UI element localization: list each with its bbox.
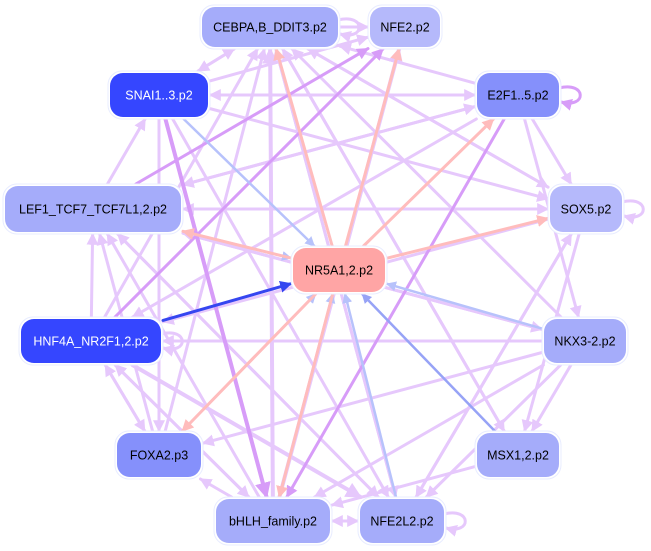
node-LEF1[interactable]: LEF1_TCF7_TCF7L1,2.p2	[2, 183, 184, 235]
edge-NFE2L2-to-NR5A1	[342, 292, 398, 499]
node-NR5A1[interactable]: NR5A1,2.p2	[290, 245, 388, 295]
node-FOXA2[interactable]: FOXA2.p3	[114, 430, 204, 480]
node-label: SOX5.p2	[561, 202, 612, 216]
edge-CEBPA-to-SNAI	[196, 47, 236, 73]
self-loop-CEBPA	[337, 17, 361, 43]
edge-NFE2L2-to-SOX5	[414, 232, 573, 499]
edge-NR5A1-to-E2F	[362, 117, 495, 248]
self-loops-layer	[160, 17, 645, 537]
edge-CEBPA-to-SOX5	[306, 47, 550, 189]
node-label: E2F1..5.p2	[487, 88, 548, 102]
node-box	[370, 7, 440, 47]
node-label: FOXA2.p3	[130, 448, 188, 462]
node-NFE2[interactable]: NFE2.p2	[367, 4, 443, 50]
node-box	[550, 186, 622, 232]
edge-NKX3-to-NR5A1	[385, 281, 544, 330]
node-E2F[interactable]: E2F1..5.p2	[474, 70, 562, 120]
edge-NR5A1-to-FOXA2	[180, 292, 318, 433]
node-SNAI[interactable]: SNAI1..3.p2	[107, 70, 211, 120]
node-MSX1[interactable]: MSX1,2.p2	[474, 430, 562, 480]
edge-NKX3-to-bHLH	[313, 363, 545, 499]
edge-FOXA2-to-HNF4A	[103, 363, 147, 433]
edge-SNAI-to-NFE2L2	[171, 117, 390, 499]
node-label: NFE2.p2	[380, 20, 429, 34]
edge-bHLH-to-FOXA2	[198, 477, 234, 499]
edge-LEF1-to-SNAI	[105, 117, 147, 186]
node-NKX3[interactable]: NKX3-2.p2	[541, 316, 629, 366]
edge-NKX3-to-FOXA2	[201, 351, 544, 447]
node-HNF4A[interactable]: HNF4A_NR2F1,2.p2	[18, 316, 164, 366]
node-box	[293, 248, 385, 292]
node-label: MSX1,2.p2	[487, 448, 549, 462]
node-label: SNAI1..3.p2	[125, 88, 192, 102]
edge-HNF4A-to-LEF1	[86, 232, 99, 319]
node-box	[360, 499, 444, 543]
edge-E2F-to-bHLH	[285, 117, 506, 499]
node-label: CEBPA,B_DDIT3.p2	[213, 20, 327, 34]
edge-bHLH-to-CEBPA	[262, 47, 279, 499]
node-box	[117, 433, 201, 477]
node-box	[477, 73, 559, 117]
edge-MSX1-to-bHLH	[330, 465, 477, 509]
node-SOX5[interactable]: SOX5.p2	[547, 183, 625, 235]
edge-SNAI-to-NR5A1	[182, 117, 316, 248]
edge-HNF4A-to-NR5A1	[161, 280, 293, 322]
node-label: NFE2L2.p2	[370, 514, 433, 528]
node-box	[110, 73, 208, 117]
node-box	[202, 7, 338, 47]
node-label: NR5A1,2.p2	[305, 263, 373, 277]
node-label: LEF1_TCF7_TCF7L1,2.p2	[19, 202, 167, 216]
edge-E2F-to-SOX5	[530, 117, 573, 186]
self-loop-HNF4A	[160, 331, 184, 357]
edge-NR5A1-to-LEF1	[181, 228, 293, 260]
node-box	[21, 319, 161, 363]
self-loop-E2F	[558, 85, 582, 111]
self-loop-NFE2L2	[443, 511, 467, 537]
edge-NR5A1-to-bHLH	[276, 292, 335, 499]
node-box	[216, 499, 330, 543]
node-label: HNF4A_NR2F1,2.p2	[33, 334, 148, 348]
self-loop-SOX5	[621, 199, 645, 225]
edge-NKX3-to-MSX1	[530, 363, 573, 433]
node-box	[5, 186, 181, 232]
node-NFE2L2[interactable]: NFE2L2.p2	[357, 496, 447, 546]
node-bHLH[interactable]: bHLH_family.p2	[213, 496, 333, 546]
edge-SNAI-to-SOX5	[208, 107, 550, 202]
node-box	[544, 319, 626, 363]
node-label: NKX3-2.p2	[554, 334, 615, 348]
edge-NR5A1-to-NFE2	[344, 47, 402, 248]
node-label: bHLH_family.p2	[229, 514, 317, 528]
edge-SNAI-to-bHLH	[163, 117, 271, 499]
edge-NR5A1-to-CEBPA	[273, 47, 334, 248]
edge-NR5A1-to-SOX5	[385, 215, 550, 260]
node-CEBPA[interactable]: CEBPA,B_DDIT3.p2	[199, 4, 341, 50]
edge-MSX1-to-NR5A1	[360, 292, 497, 433]
edge-LEF1-to-NFE2	[134, 47, 370, 186]
node-box	[477, 433, 559, 477]
edge-E2F-to-HNF4A	[131, 117, 478, 319]
